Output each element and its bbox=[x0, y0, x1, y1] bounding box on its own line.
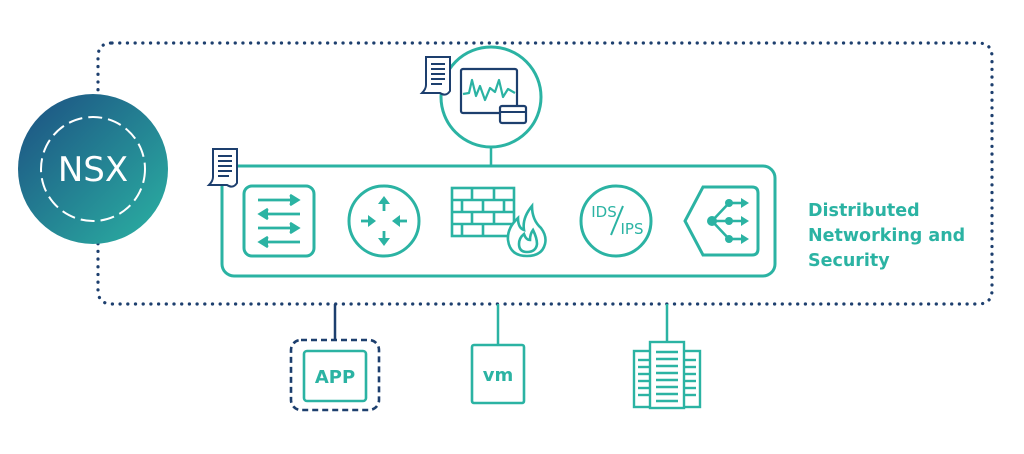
nsx-label: NSX bbox=[58, 150, 128, 190]
description-line-3: Security bbox=[808, 251, 890, 271]
distributed-boundary bbox=[96, 41, 994, 306]
document-scroll-icon bbox=[419, 56, 451, 96]
switch-arrows-icon bbox=[242, 184, 316, 258]
ids-ips-icon: IDS IPS bbox=[579, 184, 653, 258]
router-icon bbox=[347, 184, 421, 258]
vm-workload: vm bbox=[470, 343, 526, 405]
nsx-badge: NSX bbox=[18, 94, 168, 244]
description-line-2: Networking and bbox=[808, 226, 966, 246]
app-label: APP bbox=[315, 367, 355, 388]
description-line-1: Distributed bbox=[808, 201, 920, 221]
load-balancer-icon bbox=[683, 185, 760, 257]
services-bar bbox=[220, 164, 777, 278]
distributed-networking-label: Distributed Networking and Security bbox=[808, 199, 1008, 274]
connectors bbox=[333, 147, 669, 345]
app-workload: APP bbox=[289, 338, 381, 412]
firewall-icon bbox=[450, 186, 547, 258]
monitoring-display-icon bbox=[439, 45, 543, 149]
document-scroll-icon bbox=[206, 148, 238, 188]
ips-label: IPS bbox=[621, 220, 644, 238]
server-rack-icon bbox=[632, 340, 702, 410]
ids-label: IDS bbox=[591, 203, 617, 221]
vm-label: vm bbox=[483, 365, 514, 386]
